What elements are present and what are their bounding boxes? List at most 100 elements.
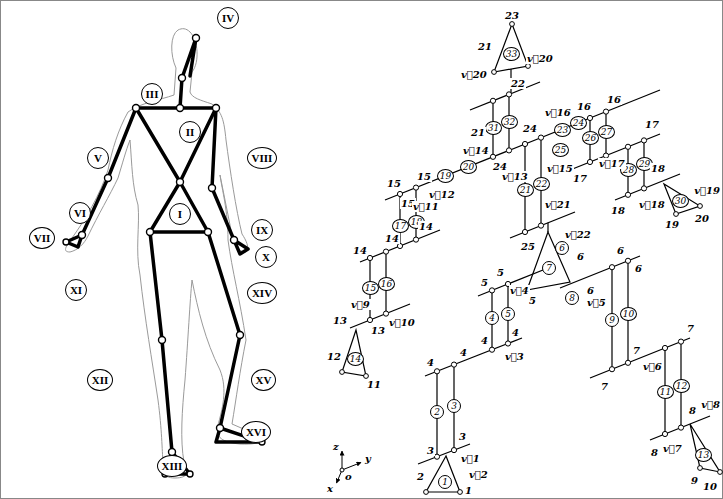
chain-joint	[662, 431, 667, 436]
chain-joint	[489, 347, 494, 352]
skeleton-joint	[237, 332, 244, 339]
link-number: 16	[381, 280, 392, 289]
link-number: 15	[365, 284, 376, 293]
kinematic-chain	[690, 424, 720, 472]
segment-circle: XIII	[157, 455, 187, 477]
link-number: 13	[698, 451, 709, 460]
joint-number: 2	[416, 471, 425, 482]
joint-number: 18	[610, 205, 626, 216]
chain-joint	[413, 185, 418, 190]
segment-circle: IX	[251, 219, 273, 241]
chain-joint	[698, 466, 703, 471]
joint-number: 20	[694, 213, 710, 224]
skeleton	[150, 182, 208, 232]
velocity-label: v⃗8	[700, 399, 721, 410]
segment-circle: XV	[251, 369, 276, 391]
segment-number: X	[262, 252, 270, 263]
link-circle: 32	[501, 115, 518, 129]
chain-joint	[413, 237, 418, 242]
link-number: 26	[585, 134, 596, 143]
segment-number: XIII	[162, 461, 183, 472]
link-circle: 6	[555, 241, 569, 255]
chain-joint	[424, 490, 429, 495]
skeleton-joint	[177, 179, 184, 186]
chain-joint	[662, 345, 667, 350]
segment-circle: IV	[217, 7, 239, 29]
skeleton-joint	[63, 239, 69, 245]
skeleton-joint	[217, 425, 224, 432]
link-number: 25	[555, 146, 566, 155]
kinematic-chain	[470, 82, 540, 110]
joint-number: 12	[326, 351, 342, 362]
joint-number: 9	[690, 475, 699, 486]
link-number: 27	[601, 128, 612, 137]
chain-joint	[526, 64, 531, 69]
joint-number: 7	[632, 345, 641, 356]
velocity-label: v⃗19	[693, 185, 721, 196]
skeleton-joint	[159, 337, 166, 344]
chain-joint	[625, 144, 630, 149]
skeleton	[212, 108, 234, 240]
chain-joint	[625, 360, 630, 365]
joint-number: 19	[664, 219, 680, 230]
chain-joint	[383, 311, 388, 316]
chain-joint	[340, 370, 345, 375]
kinematic-chain	[342, 330, 366, 376]
velocity-label: v⃗15	[546, 163, 574, 174]
skeleton-joint	[147, 229, 154, 236]
axis-label: x	[326, 483, 334, 494]
link-circle: 7	[542, 261, 556, 275]
link-circle: 16	[378, 277, 395, 291]
coordinate-axes	[337, 451, 362, 483]
link-circle: 24	[570, 116, 587, 130]
link-number: 32	[504, 118, 515, 127]
link-number: 33	[506, 50, 517, 59]
skeleton-joint	[213, 105, 220, 112]
kinematic-chain	[650, 416, 710, 440]
joint-number: 15	[416, 171, 432, 182]
joint-number: 7	[686, 323, 695, 334]
velocity-label: v⃗5	[586, 297, 607, 308]
segment-circle: VI	[69, 202, 91, 224]
chain-joint	[451, 448, 456, 453]
link-number: 14	[350, 355, 361, 364]
velocity-label: v⃗11	[412, 201, 440, 212]
chain-joint	[625, 192, 630, 197]
joint-number: 7	[600, 381, 609, 392]
body-outline	[66, 29, 261, 478]
link-circle: 21	[517, 183, 534, 197]
link-circle: 25	[552, 143, 569, 157]
skeleton-joint	[105, 175, 112, 182]
link-circle: 1	[438, 475, 452, 489]
chain-joint	[678, 425, 683, 430]
chain-joint	[587, 159, 592, 164]
link-circle: 26	[582, 131, 599, 145]
joint-number: 25	[520, 241, 536, 252]
joint-number: 8	[650, 447, 659, 458]
chain-joint	[609, 367, 614, 372]
chain-joint	[367, 317, 372, 322]
joint-number: 14	[418, 221, 434, 232]
segment-number: XI	[70, 285, 82, 296]
skeleton-joint	[177, 105, 184, 112]
kinematic-chain	[426, 456, 460, 492]
segment-circle: XIV	[247, 282, 277, 304]
joint-number: 6	[576, 251, 585, 262]
link-circle: 20	[460, 160, 477, 174]
chain-joint	[505, 341, 510, 346]
link-circle: 22	[533, 177, 550, 191]
chain-joint	[587, 115, 592, 120]
joint-number: 3	[458, 431, 467, 442]
segment-circle: XI	[65, 279, 87, 301]
segment-circle: X	[255, 246, 277, 268]
joint-number: 8	[688, 405, 697, 416]
link-number: 29	[639, 160, 650, 169]
segment-circle: II	[179, 121, 201, 143]
skeleton-joint	[187, 471, 193, 477]
segment-number: IX	[256, 225, 268, 236]
chain-joint	[603, 109, 608, 114]
chain-joint	[340, 22, 723, 495]
joint-number: 13	[332, 315, 348, 326]
joint-number: 16	[606, 94, 622, 105]
